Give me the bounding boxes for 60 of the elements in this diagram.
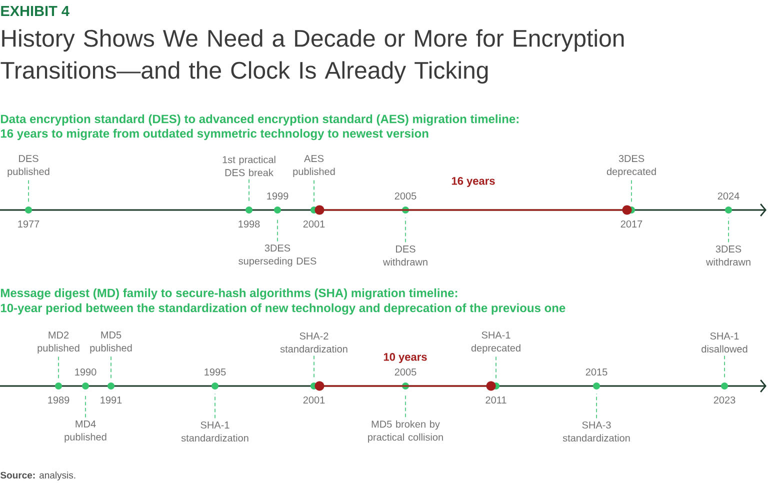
leader-line [85,393,86,418]
duration-label: 10 years [382,352,428,364]
event-label: AES published [293,154,335,178]
duration-label: 16 years [450,176,496,188]
year-label: 2015 [586,368,608,376]
year-label: 2001 [303,396,325,404]
event-label: 3DES deprecated [606,154,656,178]
event-label: SHA-3 standardization [562,421,630,442]
leader-line [277,217,278,242]
event-label: 3DES superseding DES [238,244,316,267]
span-end-dot [486,381,496,391]
leader-line [405,393,406,418]
event-label: MD5 published [90,332,132,354]
leader-line [58,356,59,379]
span-end-dot [622,205,632,215]
title: History Shows We Need a Decade or More for Encryption Transitions—and the Clock Is Already Ticking [0,29,624,84]
event-label: MD2 published [38,331,80,354]
leader-line [728,217,729,243]
span-line [324,209,622,211]
subheading: Data encryption standard (DES) to advanced encryption standard (AES) migration timeline: [1,114,518,126]
year-label: 1999 [267,192,288,200]
year-label: 1989 [48,396,70,404]
source-note: Source: analysis. [0,472,76,480]
subheading: Message digest (MD) family to secure-hash algorithms (SHA) migration timeline: [1,288,458,300]
year-label: 1998 [238,220,260,228]
year-label: 2024 [718,192,740,200]
leader-line [405,217,406,243]
event-label: DES published [8,154,50,178]
event-label: 1st practical DES break [222,156,276,176]
event-label: MD4 published [64,420,106,442]
span-end-dot [314,205,324,215]
leader-line [214,393,216,419]
leader-line [248,178,250,203]
event-label: SHA-1 deprecated [471,331,520,354]
year-label: 2005 [394,368,416,376]
leader-line [110,356,112,379]
event-label: SHA-1 disallowed [702,332,748,353]
event-label: SHA-2 standardization [280,332,348,353]
year-label: 1991 [100,396,122,404]
leader-line [631,180,632,203]
event-label: SHA-1 standardization [181,421,248,442]
leader-line [596,393,597,419]
year-label: 2011 [486,396,506,404]
span-end-dot [314,381,324,391]
year-label: 2023 [714,396,736,404]
year-label: 1977 [18,220,40,228]
year-label: 2005 [394,192,416,200]
year-label: 2001 [303,220,325,228]
year-label: 1990 [75,368,96,376]
subheading: 16 years to migrate from outdated symmetric technology to newest version [0,128,428,140]
year-label: 2017 [620,220,642,228]
leader-line [28,180,29,203]
event-label: 3DES withdrawn [706,245,750,266]
year-label: 1995 [204,368,226,376]
span-line [324,385,486,387]
exhibit-label: EXHIBIT 4 [1,6,70,16]
event-label: DES withdrawn [382,245,428,266]
leader-line [724,355,725,379]
subheading: 10-year period between the standardization of new technology and deprecation of the previous one [0,303,566,315]
event-label: MD5 broken by practical collision [368,420,443,443]
